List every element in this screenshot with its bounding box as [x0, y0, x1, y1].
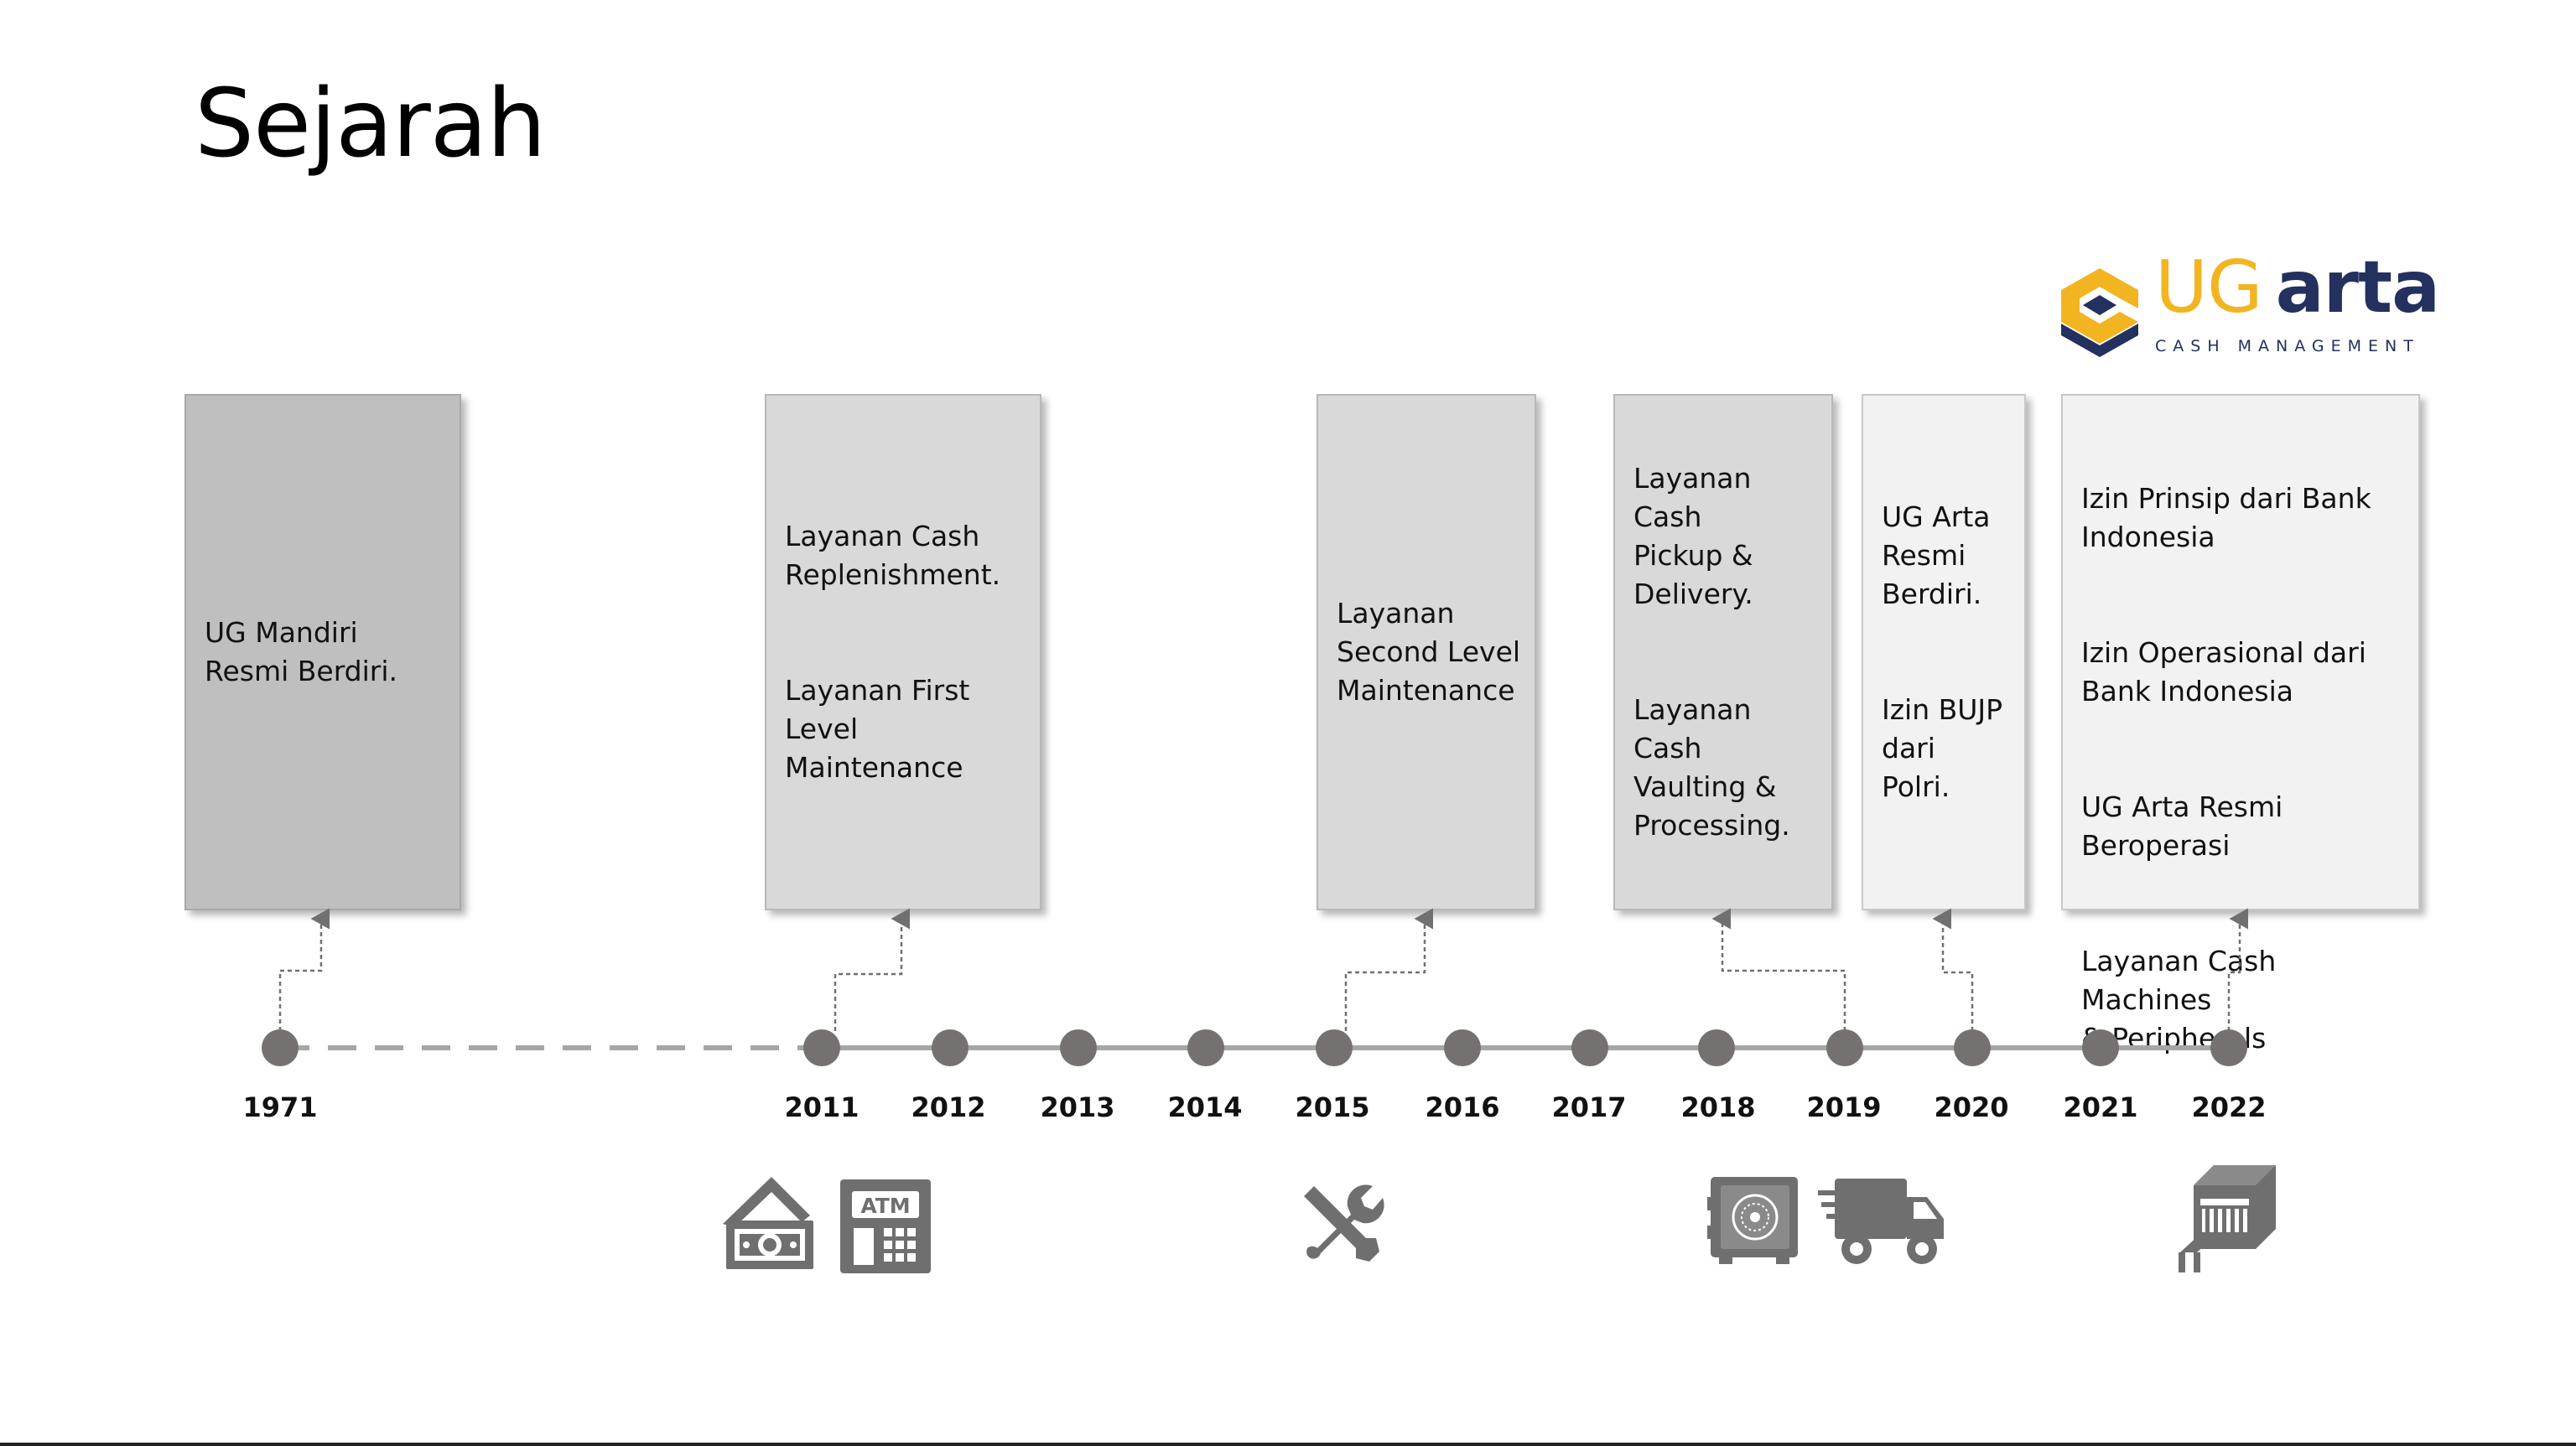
year-label: 2022 — [2191, 1091, 2267, 1123]
timeline-dot-2018 — [1698, 1029, 1735, 1066]
tools-icon — [1304, 1184, 1384, 1262]
milestone-box-2018-2019: Layanan Cash Pickup & Delivery. Layanan … — [1613, 394, 1833, 910]
vault-icon — [1707, 1177, 1798, 1264]
timeline-dot-2014 — [1187, 1029, 1224, 1066]
year-label: 2011 — [784, 1091, 860, 1123]
hexagon-logo-icon — [2061, 268, 2138, 357]
bottom-border — [0, 1443, 2576, 1446]
year-label: 2013 — [1040, 1091, 1115, 1123]
year-label: 2019 — [1806, 1091, 1882, 1123]
page-title: Sejarah — [195, 70, 546, 179]
connector-2020 — [1932, 908, 1974, 1031]
milestone-paragraph: Layanan Cash Pickup & Delivery. — [1633, 462, 1753, 610]
logo-arta: arta — [2275, 246, 2441, 329]
milestone-paragraph: Izin Prinsip dari Bank Indonesia — [2081, 482, 2371, 553]
connector-2018-2019 — [1711, 908, 1846, 1031]
year-label: 2014 — [1167, 1091, 1243, 1123]
milestone-box-2011: Layanan Cash Replenishment. Layanan Firs… — [765, 394, 1041, 910]
year-label: 2012 — [911, 1091, 986, 1123]
milestone-paragraph: Izin BUJP dari Polri. — [1882, 693, 2003, 803]
connector-2015 — [1344, 908, 1433, 1031]
connector-2022 — [2227, 908, 2248, 1031]
year-label: 2018 — [1680, 1091, 1756, 1123]
year-label: 2020 — [1934, 1091, 2009, 1123]
timeline-dot-2013 — [1060, 1029, 1097, 1066]
timeline-dot-2020 — [1954, 1029, 1991, 1066]
timeline-dot-2012 — [932, 1029, 969, 1066]
milestone-text: Layanan Cash Pickup & Delivery. Layanan … — [1615, 421, 1831, 884]
milestone-paragraph: UG Arta Resmi Beroperasi — [2081, 790, 2283, 862]
year-label: 2017 — [1551, 1091, 1627, 1123]
money-icon — [723, 1177, 813, 1269]
logo-tagline: CASH MANAGEMENT — [2155, 337, 2420, 355]
milestone-paragraph: Layanan Cash Replenishment. — [785, 520, 1001, 591]
milestone-paragraph: Izin Operasional dari Bank Indonesia — [2081, 636, 2366, 707]
year-label: 1971 — [242, 1091, 318, 1123]
timeline-dot-1971 — [262, 1029, 299, 1066]
timeline-dot-2011 — [803, 1029, 840, 1066]
connector-2011 — [834, 908, 910, 1031]
connector-1971 — [278, 908, 330, 1031]
logo-ug: UG — [2155, 246, 2263, 329]
milestone-paragraph: Layanan First Level Maintenance — [785, 674, 970, 784]
timeline-dot-2019 — [1826, 1029, 1863, 1066]
milestone-box-2022: Izin Prinsip dari Bank Indonesia Izin Op… — [2061, 394, 2420, 1055]
year-label: 2021 — [2063, 1091, 2138, 1123]
milestone-box-2020: UG Arta Resmi Berdiri. Izin BUJP dari Po… — [1862, 394, 2026, 910]
milestone-paragraph: UG Arta Resmi Berdiri. — [1882, 500, 1991, 610]
timeline-dot-2022 — [2210, 1029, 2247, 1066]
svg-text:ATM: ATM — [860, 1194, 910, 1218]
cash-machine-icon — [2179, 1165, 2276, 1272]
timeline-dot-2016 — [1444, 1029, 1481, 1066]
milestone-paragraph: Layanan Cash Vaulting & Processing. — [1633, 693, 1790, 842]
milestone-text: UG Arta Resmi Berdiri. Izin BUJP dari Po… — [1863, 459, 2014, 845]
timeline-dot-2021 — [2082, 1029, 2119, 1066]
milestone-text: Layanan Cash Replenishment. Layanan Firs… — [766, 479, 1012, 826]
atm-icon: ATM — [840, 1179, 931, 1273]
milestone-paragraph: UG Mandiri Resmi Berdiri. — [205, 616, 398, 687]
milestone-text: Izin Prinsip dari Bank Indonesia Izin Op… — [2063, 396, 2418, 1096]
milestone-text: Layanan Second Level Maintenance — [1318, 556, 1532, 749]
year-label: 2016 — [1425, 1091, 1500, 1123]
milestone-box-1971: UG Mandiri Resmi Berdiri. — [184, 394, 461, 910]
year-label: 2015 — [1295, 1091, 1370, 1123]
milestone-text: UG Mandiri Resmi Berdiri. — [186, 575, 409, 729]
timeline-dot-2015 — [1316, 1029, 1353, 1066]
milestone-paragraph: Layanan Cash Machines & Peripherals — [2081, 945, 2277, 1055]
delivery-truck-icon — [1818, 1179, 1944, 1264]
milestone-paragraph: Layanan Second Level Maintenance — [1337, 597, 1521, 707]
timeline-dot-2017 — [1571, 1029, 1608, 1066]
